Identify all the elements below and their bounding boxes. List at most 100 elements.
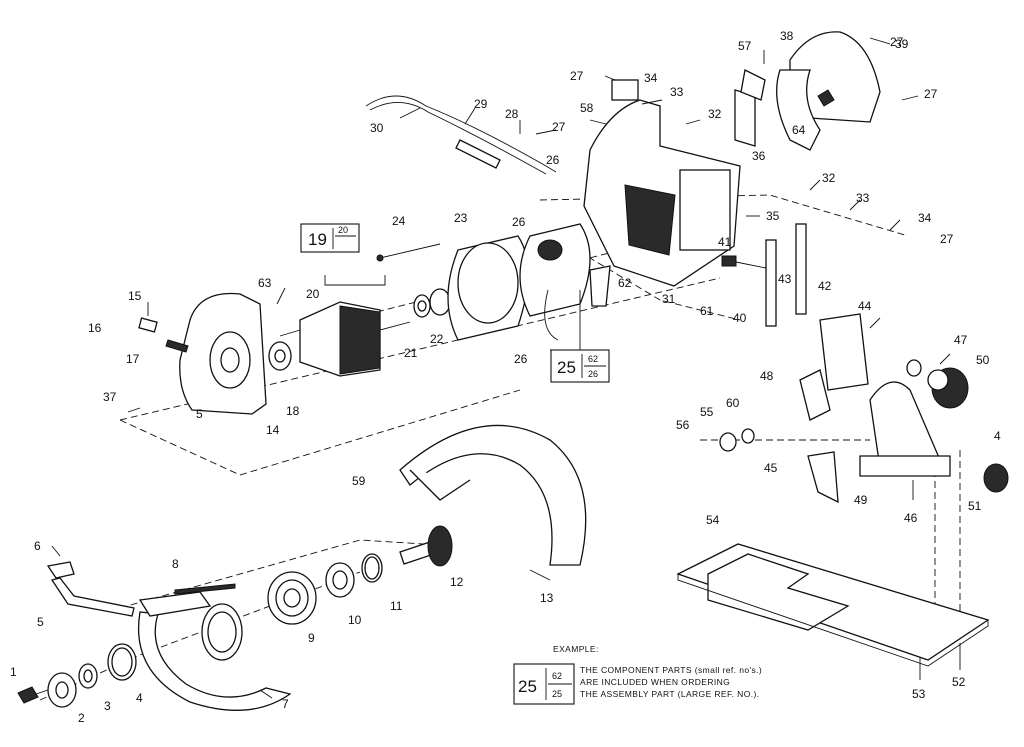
ref-label-33: 33 <box>670 85 684 99</box>
ref-label-52: 52 <box>952 675 966 689</box>
ref-label-23: 23 <box>454 211 468 225</box>
base-bracket-46 <box>859 381 951 477</box>
example-legend: EXAMPLE: 25 62 25 THE COMPONENT PARTS (s… <box>513 644 762 705</box>
nut-55 <box>719 432 737 452</box>
ref-label-41: 41 <box>718 235 732 249</box>
ref-label-30: 30 <box>370 121 384 135</box>
ref-label-44: 44 <box>858 299 872 313</box>
ref-label-42: 42 <box>818 279 832 293</box>
ref-label-4: 4 <box>136 691 143 705</box>
knob-51 <box>983 463 1009 493</box>
depth-bracket-44 <box>799 313 869 421</box>
washer-60 <box>741 428 755 444</box>
strip-62 <box>589 265 611 307</box>
field-25 <box>519 223 591 341</box>
ref-label-14: 14 <box>266 423 280 437</box>
ref-label-50: 50 <box>976 353 990 367</box>
strain-relief-64 <box>817 89 835 107</box>
bracket-36 <box>734 69 766 147</box>
field-housing-23 <box>447 235 529 341</box>
ref-label-18: 18 <box>286 404 300 418</box>
ref-label-59: 59 <box>352 474 366 488</box>
ref-label-34: 34 <box>644 71 658 85</box>
ref-label-4: 4 <box>994 429 1001 443</box>
lever-6 <box>46 561 135 617</box>
example-line1: THE COMPONENT PARTS (small ref. no's.) <box>580 665 762 675</box>
ref-label-17: 17 <box>126 352 140 366</box>
ref-label-48: 48 <box>760 369 774 383</box>
ref-label-34: 34 <box>918 211 932 225</box>
ref-label-32: 32 <box>822 171 836 185</box>
parts <box>17 31 1009 711</box>
ref-label-26: 26 <box>514 352 528 366</box>
ref-label-27: 27 <box>890 35 904 49</box>
example-line3: THE ASSEMBLY PART (LARGE REF. NO.). <box>580 689 759 699</box>
handle-38 <box>776 31 881 151</box>
switch-34 <box>611 79 639 101</box>
washer-3 <box>78 663 98 689</box>
bearing-21 <box>413 294 431 318</box>
callout-19: 19 20 <box>300 223 360 253</box>
ref-label-55: 55 <box>700 405 714 419</box>
example-bottom: 25 <box>552 689 562 699</box>
ref-label-29: 29 <box>474 97 488 111</box>
ref-label-13: 13 <box>540 591 554 605</box>
ref-label-12: 12 <box>450 575 464 589</box>
bracket-42 <box>795 223 807 315</box>
ref-label-38: 38 <box>780 29 794 43</box>
callout-19-big: 19 <box>308 230 327 249</box>
callout-25: 25 62 26 <box>550 349 610 383</box>
callout-19-top: 20 <box>338 225 348 235</box>
ref-label-20: 20 <box>306 287 320 301</box>
ref-label-40: 40 <box>733 311 747 325</box>
ref-label-45: 45 <box>764 461 778 475</box>
brush-15 <box>138 317 158 333</box>
spring-17 <box>165 339 189 353</box>
outer-flange-2 <box>47 672 77 708</box>
ref-label-47: 47 <box>954 333 968 347</box>
ref-label-5: 5 <box>37 615 44 629</box>
ref-label-2: 2 <box>78 711 85 725</box>
example-line2: ARE INCLUDED WHEN ORDERING <box>580 677 730 687</box>
bearing-18 <box>268 341 292 371</box>
ref-label-39: 39 <box>895 37 909 51</box>
ref-label-15: 15 <box>128 289 142 303</box>
gear-housing-14 <box>179 292 267 415</box>
ref-label-35: 35 <box>766 209 780 223</box>
ref-label-61: 61 <box>700 304 714 318</box>
ref-label-6: 6 <box>34 539 41 553</box>
ref-label-27: 27 <box>570 69 584 83</box>
ref-label-32: 32 <box>708 107 722 121</box>
ref-label-60: 60 <box>726 396 740 410</box>
ref-label-49: 49 <box>854 493 868 507</box>
base-plate-54 <box>676 543 990 667</box>
ref-label-46: 46 <box>904 511 918 525</box>
bracket-43 <box>765 239 777 327</box>
ref-label-62: 62 <box>618 276 632 290</box>
ref-label-10: 10 <box>348 613 362 627</box>
knob-50 <box>927 367 969 409</box>
motor-housing-31 <box>583 99 741 287</box>
ref-label-31: 31 <box>662 292 676 306</box>
retaining-ring-11 <box>361 553 383 583</box>
ref-label-9: 9 <box>308 631 315 645</box>
washer-47 <box>906 359 922 377</box>
ref-label-27: 27 <box>940 232 954 246</box>
ref-label-11: 11 <box>390 599 403 613</box>
lower-guard-7 <box>138 591 292 711</box>
ref-label-27: 27 <box>924 87 938 101</box>
ref-label-53: 53 <box>912 687 926 701</box>
power-cord-29 <box>365 95 557 175</box>
ref-label-51: 51 <box>968 499 982 513</box>
ref-label-7: 7 <box>282 697 289 711</box>
guard-45 <box>807 451 839 504</box>
example-top: 62 <box>552 671 562 681</box>
ref-label-3: 3 <box>104 699 111 713</box>
ref-label-56: 56 <box>676 418 690 432</box>
ref-label-63: 63 <box>258 276 272 290</box>
example-big: 25 <box>518 677 537 696</box>
armature-20 <box>279 301 411 377</box>
spindle-gear-12 <box>399 525 453 567</box>
